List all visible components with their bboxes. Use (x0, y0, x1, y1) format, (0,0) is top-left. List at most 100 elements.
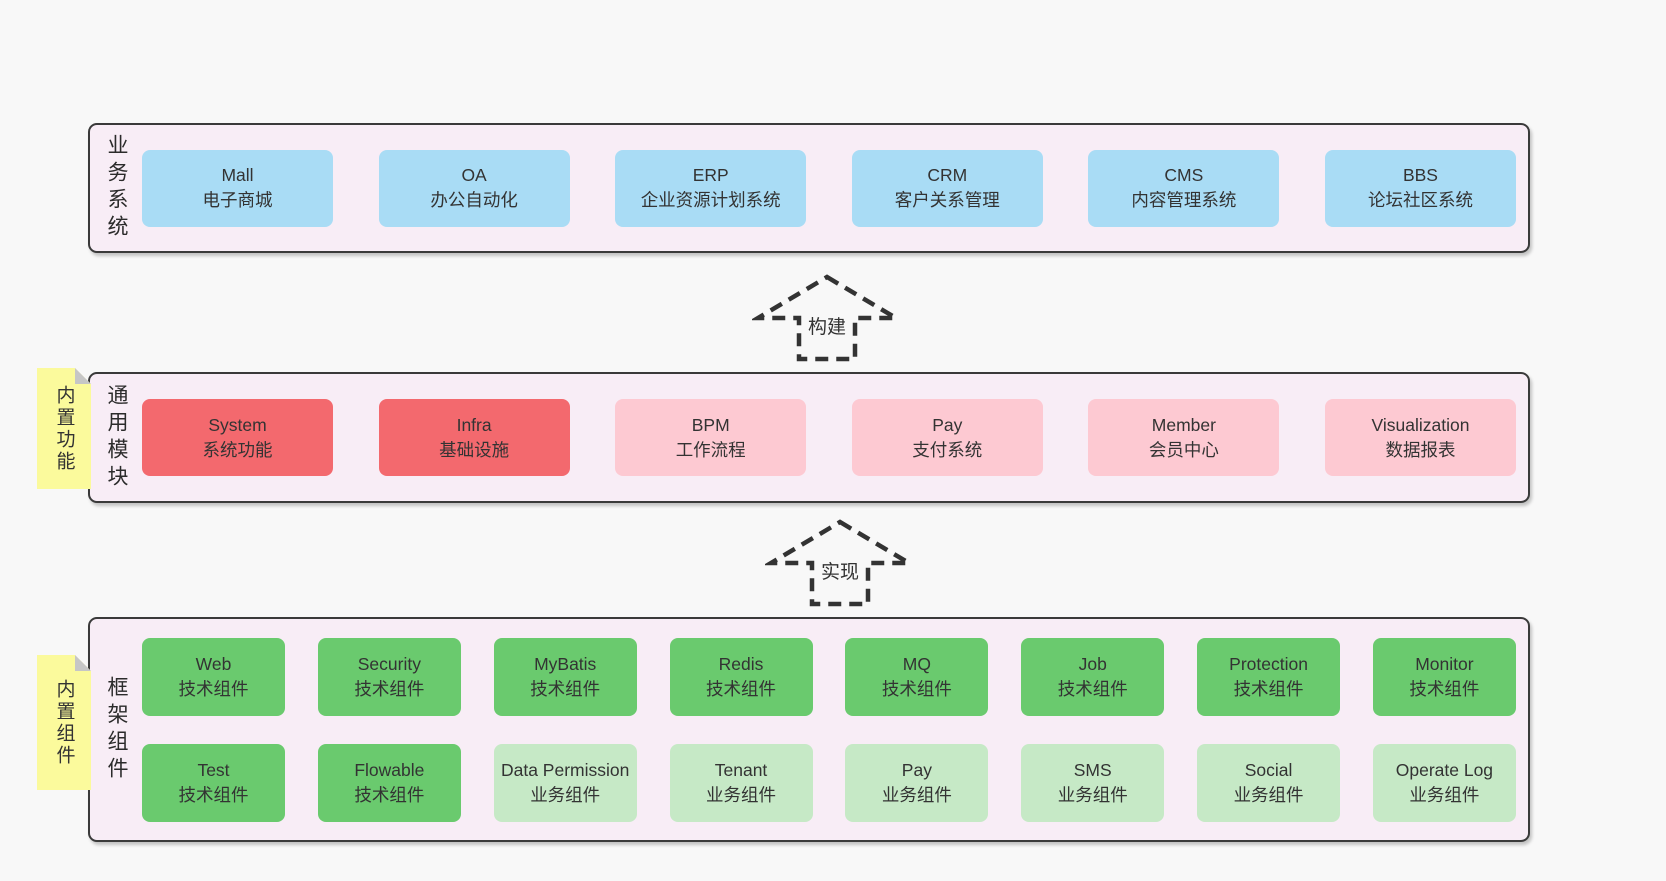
box-sms: SMS 业务组件 (1021, 743, 1165, 822)
box-name: MyBatis (534, 653, 597, 674)
box-name: OA (461, 165, 487, 185)
box-desc: 技术组件 (178, 784, 249, 805)
box-name: Redis (718, 653, 764, 674)
box-name: Pay (932, 414, 963, 435)
box-protection: Protection 技术组件 (1197, 637, 1341, 716)
box-name: Social (1244, 759, 1293, 780)
box-mybatis: MyBatis 技术组件 (493, 637, 637, 716)
box-desc: 业务组件 (1409, 784, 1480, 805)
box-data-permission: Data Permission 业务组件 (493, 743, 637, 822)
arrow-implement: 实现 (765, 517, 915, 610)
layer-label-business: 业务系统 (105, 134, 128, 242)
box-mq: MQ 技术组件 (845, 637, 989, 716)
box-tenant: Tenant 业务组件 (669, 743, 813, 822)
box-desc: 技术组件 (530, 678, 601, 699)
arrow-build-label: 构建 (804, 316, 850, 340)
box-name: Tenant (714, 759, 768, 780)
box-name: Member (1151, 414, 1216, 435)
box-flowable: Flowable 技术组件 (317, 743, 461, 822)
box-desc: 业务组件 (1057, 784, 1128, 805)
box-mall: Mall 电子商城 (142, 149, 333, 227)
business-box-row: Mall 电子商城 OA 办公自动化 ERP 企业资源计划系统 CRM 客户关系… (142, 125, 1516, 251)
modules-box-row: System 系统功能 Infra 基础设施 BPM 工作流程 Pay 支付系统… (142, 374, 1516, 501)
box-name: BPM (691, 414, 730, 435)
box-desc: 技术组件 (1233, 678, 1304, 699)
sticky-text: 内置功能 (53, 384, 75, 473)
layer-label-components: 框架组件 (105, 675, 128, 784)
sticky-note-builtin-features: 内置功能 (37, 368, 91, 489)
layer-common-modules: 通用模块 System 系统功能 Infra 基础设施 BPM 工作流程 Pay… (88, 372, 1530, 503)
box-desc: 技术组件 (881, 678, 952, 699)
box-crm: CRM 客户关系管理 (851, 149, 1043, 227)
box-desc: 业务组件 (706, 784, 777, 805)
box-name: Flowable (354, 759, 425, 780)
box-desc: 技术组件 (1409, 678, 1480, 699)
box-operate-log: Operate Log 业务组件 (1372, 743, 1516, 822)
box-name: Pay (901, 759, 932, 780)
box-name: CMS (1164, 165, 1204, 185)
box-bpm: BPM 工作流程 (615, 399, 807, 476)
box-desc: 电子商城 (202, 190, 273, 210)
box-erp: ERP 企业资源计划系统 (615, 149, 807, 227)
arrow-implement-label: 实现 (817, 561, 863, 585)
box-name: Test (197, 759, 230, 780)
box-name: Operate Log (1395, 759, 1494, 780)
components-row-1: Web 技术组件 Security 技术组件 MyBatis 技术组件 Redi… (142, 637, 1516, 716)
box-pay-biz: Pay 业务组件 (845, 743, 989, 822)
box-social: Social 业务组件 (1197, 743, 1341, 822)
box-name: System (208, 414, 267, 435)
box-desc: 系统功能 (202, 439, 273, 460)
arrow-build: 构建 (752, 272, 902, 365)
box-name: CRM (927, 165, 968, 185)
components-row-2: Test 技术组件 Flowable 技术组件 Data Permission … (142, 743, 1516, 822)
box-name: Infra (456, 414, 492, 435)
layer-framework-components: 框架组件 Web 技术组件 Security 技术组件 MyBatis 技术组件… (88, 617, 1530, 842)
box-desc: 技术组件 (1057, 678, 1128, 699)
box-desc: 业务组件 (1233, 784, 1304, 805)
box-desc: 客户关系管理 (894, 190, 1000, 210)
box-desc: 业务组件 (881, 784, 952, 805)
box-desc: 支付系统 (912, 439, 983, 460)
layer-label-modules: 通用模块 (105, 383, 128, 492)
box-bbs: BBS 论坛社区系统 (1324, 149, 1516, 227)
box-web: Web 技术组件 (142, 637, 285, 716)
box-desc: 技术组件 (706, 678, 777, 699)
box-name: Data Permission (500, 759, 630, 780)
box-desc: 技术组件 (354, 784, 425, 805)
layer-business-systems: 业务系统 Mall 电子商城 OA 办公自动化 ERP 企业资源计划系统 CRM… (88, 123, 1530, 253)
box-desc: 论坛社区系统 (1367, 190, 1473, 210)
box-desc: 基础设施 (439, 439, 510, 460)
sticky-note-builtin-components: 内置组件 (37, 655, 91, 790)
box-name: BBS (1402, 165, 1438, 185)
box-desc: 业务组件 (530, 784, 601, 805)
box-desc: 工作流程 (675, 439, 746, 460)
box-redis: Redis 技术组件 (669, 637, 813, 716)
components-box-grid: Web 技术组件 Security 技术组件 MyBatis 技术组件 Redi… (142, 619, 1516, 840)
box-desc: 办公自动化 (430, 190, 518, 210)
box-desc: 数据报表 (1385, 439, 1456, 460)
box-member: Member 会员中心 (1088, 399, 1280, 476)
box-desc: 内容管理系统 (1131, 190, 1237, 210)
box-name: Security (357, 653, 421, 674)
box-name: MQ (902, 653, 931, 674)
box-security: Security 技术组件 (317, 637, 461, 716)
box-name: ERP (692, 165, 729, 185)
box-name: SMS (1073, 759, 1112, 780)
box-oa: OA 办公自动化 (378, 149, 570, 227)
box-monitor: Monitor 技术组件 (1372, 637, 1516, 716)
box-name: Web (195, 653, 232, 674)
box-desc: 企业资源计划系统 (640, 190, 781, 210)
box-pay-module: Pay 支付系统 (851, 399, 1043, 476)
box-name: Visualization (1371, 414, 1470, 435)
box-name: Job (1078, 653, 1107, 674)
box-name: Mall (221, 165, 254, 185)
box-desc: 技术组件 (178, 678, 249, 699)
box-cms: CMS 内容管理系统 (1088, 149, 1280, 227)
up-block-arrow-icon (752, 274, 902, 362)
box-desc: 会员中心 (1148, 439, 1219, 460)
box-test: Test 技术组件 (142, 743, 285, 822)
up-block-arrow-icon (765, 519, 915, 607)
box-desc: 技术组件 (354, 678, 425, 699)
box-job: Job 技术组件 (1021, 637, 1165, 716)
box-system: System 系统功能 (142, 399, 333, 476)
